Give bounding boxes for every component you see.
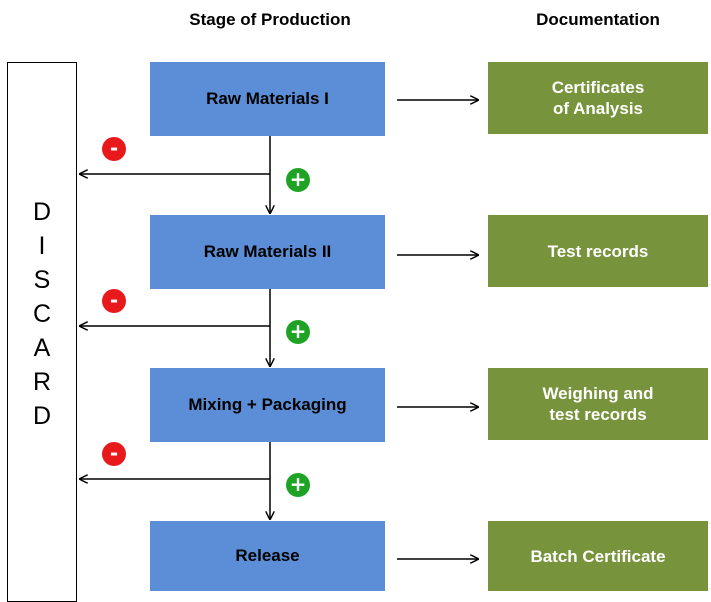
doc-certificates-of-analysis: Certificates of Analysis — [488, 62, 708, 134]
stage-raw-materials-1: Raw Materials I — [150, 62, 385, 136]
discard-letter: D — [32, 198, 52, 226]
discard-letter: R — [32, 368, 52, 396]
stage-of-production-header: Stage of Production — [189, 10, 351, 29]
doc-weighing-test-records: Weighing and test records — [488, 368, 708, 440]
pass-plus-icon: + — [286, 473, 310, 497]
pass-plus-icon: + — [286, 320, 310, 344]
discard-label: D I S C A R D — [8, 195, 76, 433]
stage-raw-materials-2: Raw Materials II — [150, 215, 385, 289]
reject-minus-icon: - — [102, 137, 126, 161]
documentation-header: Documentation — [536, 10, 660, 29]
discard-box: D I S C A R D — [7, 62, 77, 602]
stage-release: Release — [150, 521, 385, 591]
doc-test-records: Test records — [488, 215, 708, 287]
pass-plus-icon: + — [286, 168, 310, 192]
discard-letter: S — [33, 266, 51, 294]
discard-letter: A — [33, 334, 51, 362]
reject-minus-icon: - — [102, 442, 126, 466]
stage-mixing-packaging: Mixing + Packaging — [150, 368, 385, 442]
discard-letter: D — [32, 402, 52, 430]
discard-letter: I — [38, 232, 46, 260]
reject-minus-icon: - — [102, 289, 126, 313]
discard-letter: C — [32, 300, 52, 328]
doc-batch-certificate: Batch Certificate — [488, 521, 708, 591]
